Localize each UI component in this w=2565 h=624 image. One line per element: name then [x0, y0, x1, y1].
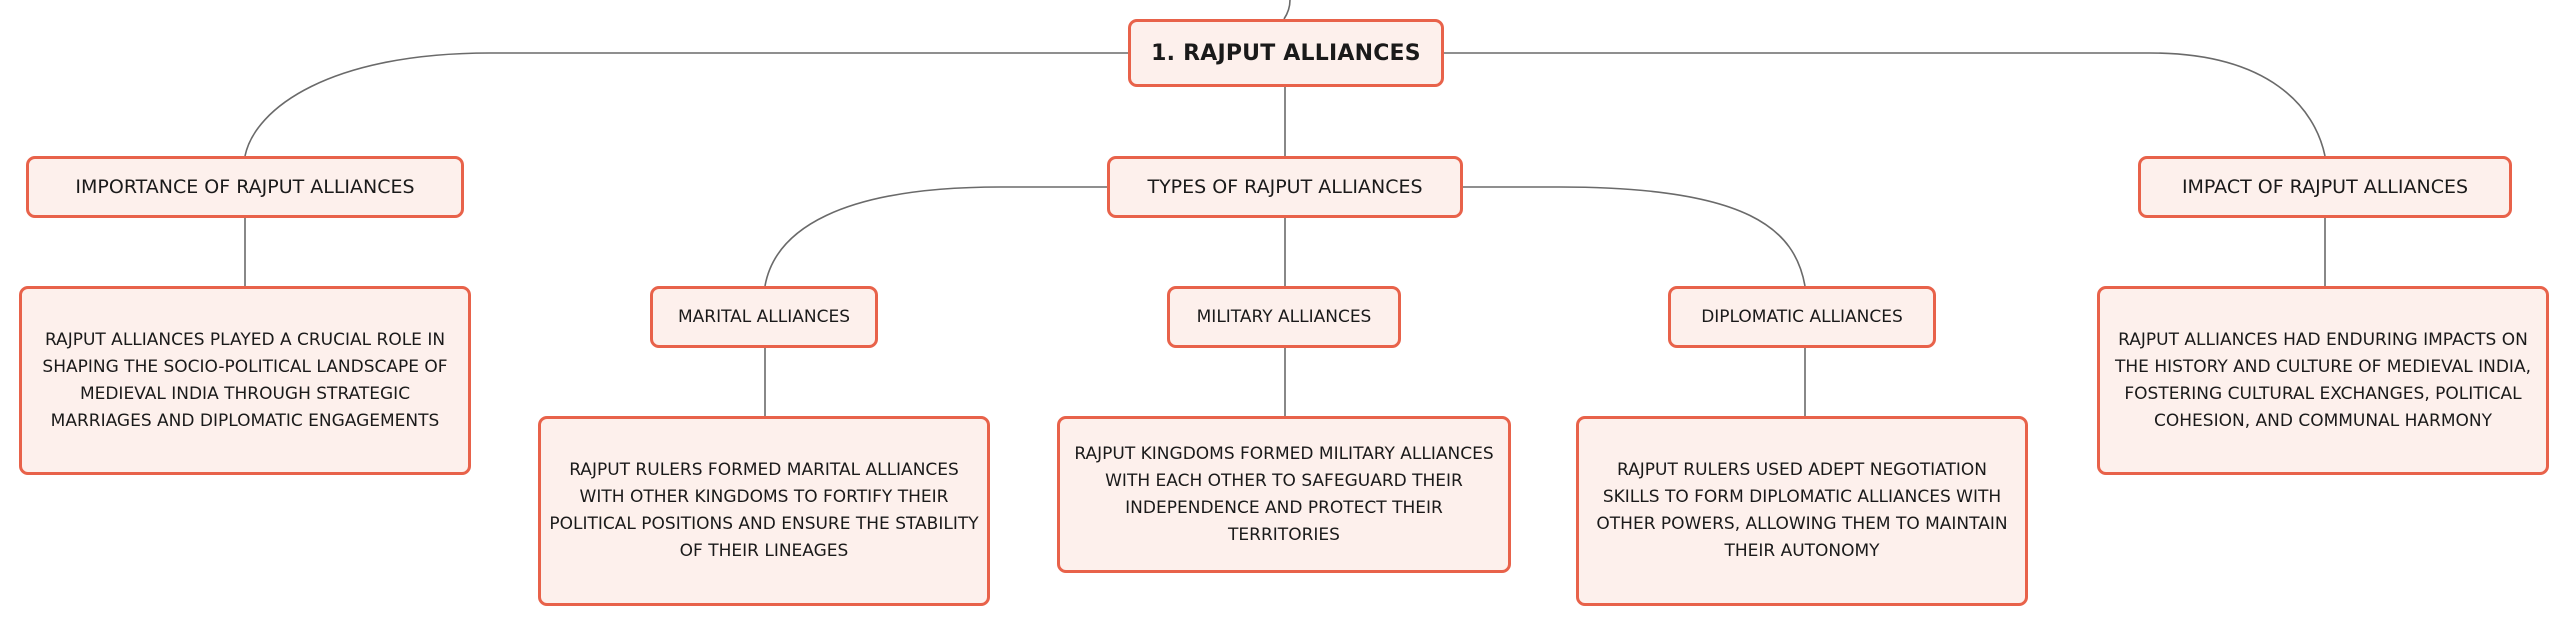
importance-node-label: IMPORTANCE OF RAJPUT ALLIANCES	[75, 176, 415, 198]
diplomatic-alliances-node[interactable]: DIPLOMATIC ALLIANCES	[1668, 286, 1936, 348]
connector-types-marital	[764, 186, 1107, 287]
marital-alliances-label: MARITAL ALLIANCES	[677, 307, 851, 327]
military-alliances-node[interactable]: MILITARY ALLIANCES	[1167, 286, 1401, 348]
impact-description-node[interactable]: RAJPUT ALLIANCES HAD ENDURING IMPACTS ON…	[2097, 286, 2549, 475]
types-node-label: TYPES OF RAJPUT ALLIANCES	[1147, 176, 1423, 198]
marital-description-node[interactable]: RAJPUT RULERS FORMED MARITAL ALLIANCES W…	[538, 416, 990, 606]
importance-description-text: RAJPUT ALLIANCES PLAYED A CRUCIAL ROLE I…	[42, 329, 448, 431]
impact-node-label: IMPACT OF RAJPUT ALLIANCES	[2181, 176, 2469, 198]
military-description-node[interactable]: RAJPUT KINGDOMS FORMED MILITARY ALLIANCE…	[1057, 416, 1511, 573]
impact-description-text: RAJPUT ALLIANCES HAD ENDURING IMPACTS ON…	[2115, 329, 2531, 431]
importance-description-node[interactable]: RAJPUT ALLIANCES PLAYED A CRUCIAL ROLE I…	[19, 286, 471, 475]
connector-root-impact	[1444, 52, 2326, 157]
diplomatic-alliances-label: DIPLOMATIC ALLIANCES	[1701, 307, 1903, 327]
importance-node[interactable]: IMPORTANCE OF RAJPUT ALLIANCES	[26, 156, 464, 218]
connector-types-diplomatic	[1463, 186, 1806, 287]
diplomatic-description-node[interactable]: RAJPUT RULERS USED ADEPT NEGOTIATION SKI…	[1576, 416, 2028, 606]
diplomatic-description-text: RAJPUT RULERS USED ADEPT NEGOTIATION SKI…	[1596, 460, 2008, 561]
connector-parent-root	[1283, 0, 1291, 20]
military-description-text: RAJPUT KINGDOMS FORMED MILITARY ALLIANCE…	[1074, 443, 1494, 545]
impact-node[interactable]: IMPACT OF RAJPUT ALLIANCES	[2138, 156, 2512, 218]
military-alliances-label: MILITARY ALLIANCES	[1196, 307, 1372, 327]
marital-description-text: RAJPUT RULERS FORMED MARITAL ALLIANCES W…	[549, 460, 979, 561]
marital-alliances-node[interactable]: MARITAL ALLIANCES	[650, 286, 878, 348]
root-node[interactable]: 1. RAJPUT ALLIANCES	[1128, 19, 1444, 87]
types-node[interactable]: TYPES OF RAJPUT ALLIANCES	[1107, 156, 1463, 218]
root-node-label: 1. RAJPUT ALLIANCES	[1151, 40, 1421, 66]
connector-root-importance	[244, 52, 1128, 157]
